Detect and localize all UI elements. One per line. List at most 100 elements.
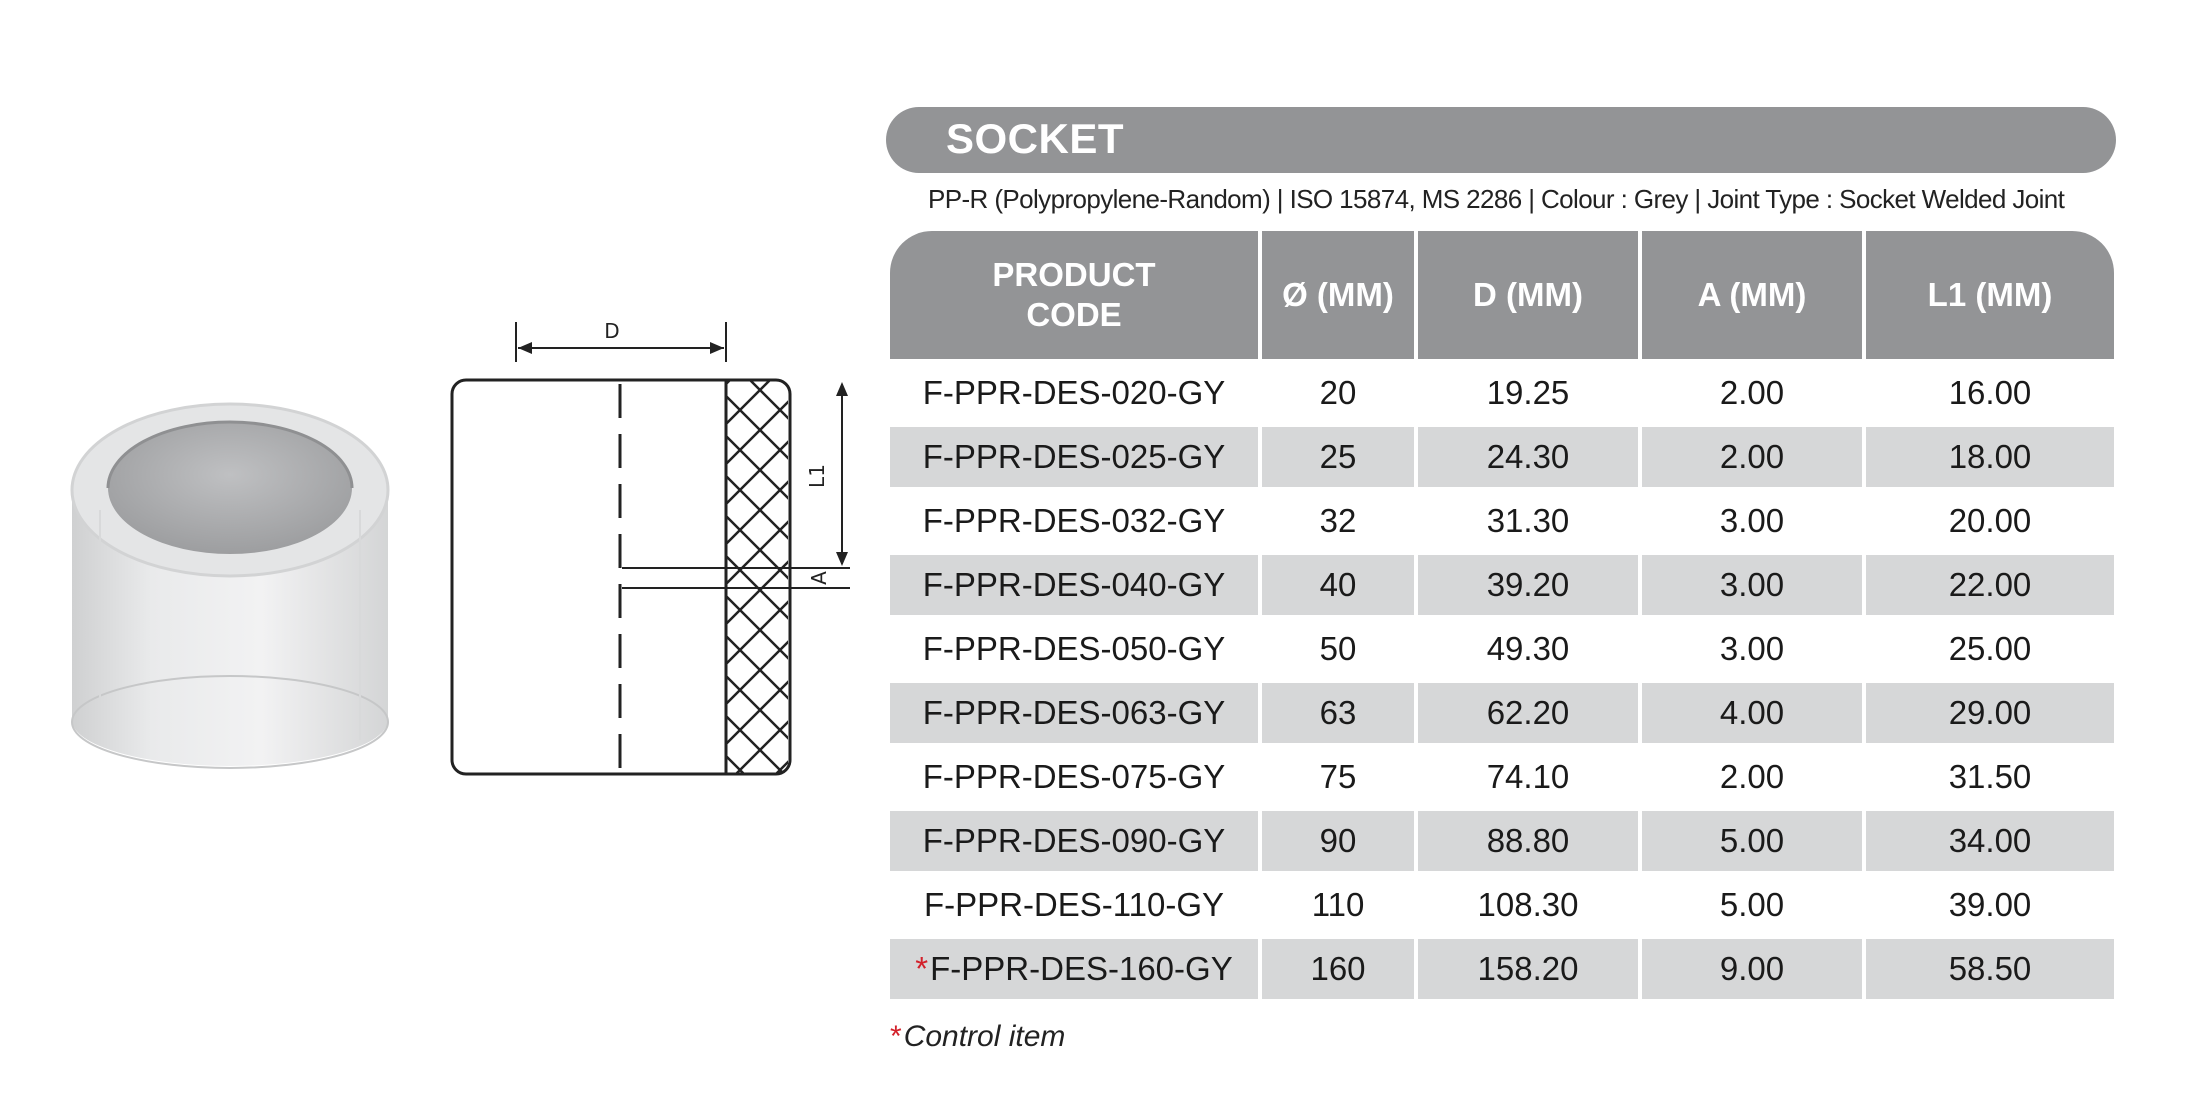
product-code-cell: F-PPR-DES-075-GY: [890, 747, 1258, 807]
header-l1: L1 (MM): [1866, 231, 2114, 359]
a-cell-text: 3.00: [1719, 630, 1785, 667]
d-cell-text: 24.30: [1486, 438, 1570, 475]
d-cell-text: 158.20: [1477, 950, 1579, 987]
control-item-marker: *: [915, 950, 929, 987]
table-row: F-PPR-DES-032-GY 32 31.30 3.00 20.00: [890, 491, 2114, 551]
d-cell: 88.80: [1418, 811, 1638, 871]
d-cell-text: 108.30: [1477, 886, 1579, 923]
header-a: A (MM): [1642, 231, 1862, 359]
diameter-cell-text: 110: [1311, 886, 1365, 923]
a-cell: 2.00: [1642, 747, 1862, 807]
a-cell: 3.00: [1642, 619, 1862, 679]
l1-cell: 31.50: [1866, 747, 2114, 807]
diameter-cell: 40: [1262, 555, 1414, 615]
l1-cell-text: 18.00: [1948, 438, 2032, 475]
diameter-cell-text: 25: [1319, 438, 1357, 475]
a-cell: 9.00: [1642, 939, 1862, 999]
product-code-cell-text: F-PPR-DES-110-GY: [923, 886, 1225, 923]
diameter-cell: 50: [1262, 619, 1414, 679]
product-code-cell-text: F-PPR-DES-063-GY: [922, 694, 1226, 731]
l1-cell-text: 29.00: [1948, 694, 2032, 731]
l1-cell: 22.00: [1866, 555, 2114, 615]
table-row: F-PPR-DES-075-GY 75 74.10 2.00 31.50: [890, 747, 2114, 807]
title-bar: SOCKET: [886, 107, 2116, 173]
d-cell-text: 62.20: [1486, 694, 1570, 731]
spec-table: PRODUCT CODE Ø (MM) D (MM) A (MM) L1 (MM…: [886, 227, 2118, 1003]
l1-cell-text: 25.00: [1948, 630, 2032, 667]
a-cell: 5.00: [1642, 811, 1862, 871]
product-code-cell-text: F-PPR-DES-090-GY: [922, 822, 1226, 859]
header-product-code: PRODUCT CODE: [890, 231, 1258, 359]
a-cell-text: 4.00: [1719, 694, 1785, 731]
a-cell: 3.00: [1642, 491, 1862, 551]
d-cell: 39.20: [1418, 555, 1638, 615]
a-cell-text: 3.00: [1719, 566, 1785, 603]
diameter-cell: 63: [1262, 683, 1414, 743]
product-code-cell-text: F-PPR-DES-050-GY: [922, 630, 1226, 667]
d-cell: 19.25: [1418, 363, 1638, 423]
product-code-cell: F-PPR-DES-040-GY: [890, 555, 1258, 615]
table-row: F-PPR-DES-110-GY 110 108.30 5.00 39.00: [890, 875, 2114, 935]
diameter-cell: 110: [1262, 875, 1414, 935]
l1-cell-text: 58.50: [1948, 950, 2032, 987]
product-code-cell-text: F-PPR-DES-075-GY: [922, 758, 1226, 795]
table-row: *F-PPR-DES-160-GY 160 158.20 9.00 58.50: [890, 939, 2114, 999]
d-cell-text: 49.30: [1486, 630, 1570, 667]
d-cell: 158.20: [1418, 939, 1638, 999]
l1-cell: 29.00: [1866, 683, 2114, 743]
diameter-cell: 90: [1262, 811, 1414, 871]
a-cell-text: 5.00: [1719, 822, 1785, 859]
product-code-cell-text: F-PPR-DES-160-GY: [930, 950, 1233, 987]
d-cell: 24.30: [1418, 427, 1638, 487]
a-cell-text: 2.00: [1719, 758, 1785, 795]
d-cell-text: 88.80: [1486, 822, 1570, 859]
d-cell-text: 39.20: [1486, 566, 1570, 603]
header-diameter: Ø (MM): [1262, 231, 1414, 359]
l1-cell-text: 31.50: [1948, 758, 2032, 795]
table-header-row: PRODUCT CODE Ø (MM) D (MM) A (MM) L1 (MM…: [890, 231, 2114, 359]
l1-cell: 20.00: [1866, 491, 2114, 551]
product-code-cell: F-PPR-DES-090-GY: [890, 811, 1258, 871]
diameter-cell-text: 50: [1319, 630, 1357, 667]
product-code-cell: F-PPR-DES-050-GY: [890, 619, 1258, 679]
l1-cell-text: 39.00: [1948, 886, 2032, 923]
d-cell: 62.20: [1418, 683, 1638, 743]
product-code-cell: F-PPR-DES-063-GY: [890, 683, 1258, 743]
footnote: *Control item: [890, 1020, 1065, 1054]
socket-technical-drawing: D L1 A: [450, 319, 850, 776]
product-code-cell-text: F-PPR-DES-032-GY: [922, 502, 1226, 539]
footnote-text: Control item: [903, 1020, 1066, 1053]
a-cell-text: 2.00: [1719, 374, 1785, 411]
d-cell-text: 31.30: [1486, 502, 1570, 539]
d-cell-text: 74.10: [1486, 758, 1570, 795]
product-code-cell: *F-PPR-DES-160-GY: [890, 939, 1258, 999]
l1-cell: 16.00: [1866, 363, 2114, 423]
diameter-cell-text: 160: [1310, 950, 1366, 987]
diameter-cell: 75: [1262, 747, 1414, 807]
diameter-cell-text: 40: [1319, 566, 1357, 603]
dimension-l1-label: L1: [805, 464, 829, 488]
diameter-cell: 32: [1262, 491, 1414, 551]
product-code-cell: F-PPR-DES-020-GY: [890, 363, 1258, 423]
d-cell: 74.10: [1418, 747, 1638, 807]
d-cell: 108.30: [1418, 875, 1638, 935]
l1-cell: 39.00: [1866, 875, 2114, 935]
l1-cell-text: 34.00: [1948, 822, 2032, 859]
a-cell: 4.00: [1642, 683, 1862, 743]
diameter-cell-text: 63: [1319, 694, 1357, 731]
product-code-cell-text: F-PPR-DES-040-GY: [922, 566, 1226, 603]
control-item-marker: *: [890, 1020, 902, 1053]
a-cell: 2.00: [1642, 427, 1862, 487]
l1-cell-text: 22.00: [1948, 566, 2032, 603]
a-cell-text: 3.00: [1719, 502, 1785, 539]
a-cell-text: 5.00: [1719, 886, 1785, 923]
l1-cell-text: 20.00: [1948, 502, 2032, 539]
a-cell-text: 9.00: [1719, 950, 1785, 987]
l1-cell: 58.50: [1866, 939, 2114, 999]
a-cell: 3.00: [1642, 555, 1862, 615]
a-cell-text: 2.00: [1719, 438, 1785, 475]
product-code-cell-text: F-PPR-DES-020-GY: [922, 374, 1226, 411]
table-row: F-PPR-DES-050-GY 50 49.30 3.00 25.00: [890, 619, 2114, 679]
